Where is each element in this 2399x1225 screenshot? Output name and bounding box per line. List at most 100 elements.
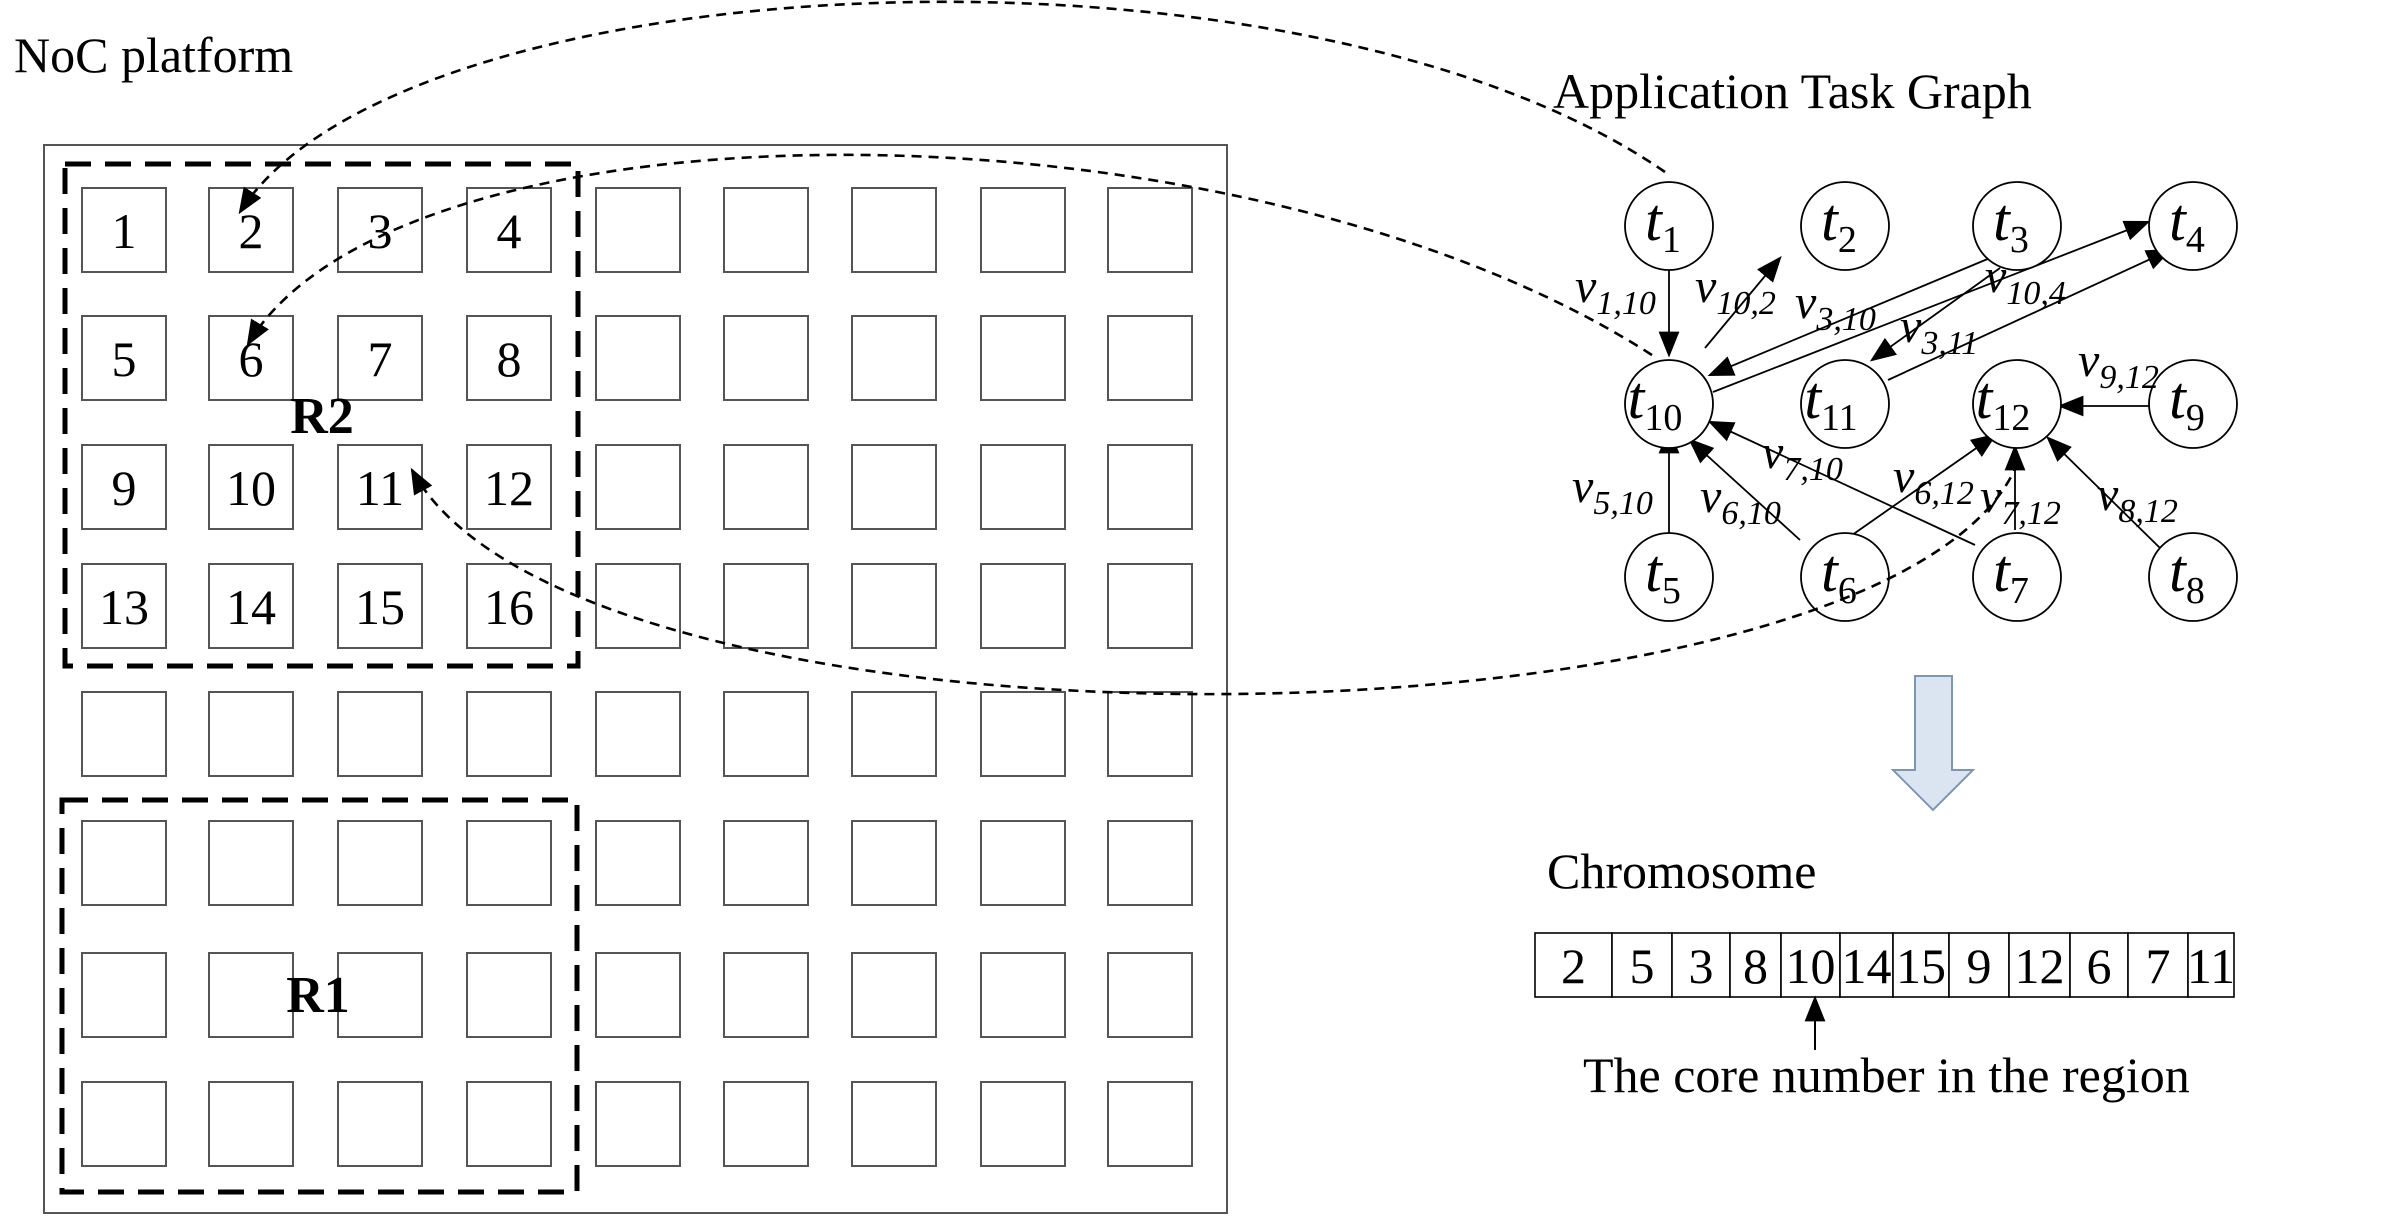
core-cell — [337, 315, 423, 401]
core-cell — [466, 444, 552, 530]
chromosome-title: Chromosome — [1547, 843, 1816, 899]
task-subscript: 5 — [1662, 570, 1681, 612]
core-cell — [980, 563, 1066, 649]
noc-platform-title: NoC platform — [14, 27, 293, 83]
core-cell — [980, 187, 1066, 273]
edge-t10-t4 — [1712, 220, 2151, 393]
gene-cell — [1839, 932, 1894, 998]
core-cell — [466, 820, 552, 906]
core-cell — [980, 1081, 1066, 1167]
core-cell — [337, 952, 423, 1038]
core-cell — [595, 444, 681, 530]
task-symbol: t — [1993, 538, 2011, 604]
edge-label-t3-t11: v3,11 — [1900, 300, 1978, 362]
gene-value: 8 — [1743, 938, 1768, 994]
edge-t7-t10 — [1707, 420, 1976, 546]
core-cell — [595, 691, 681, 777]
core-cell — [81, 563, 167, 649]
edge-subscript: 3,10 — [1815, 301, 1876, 338]
edge-t11-t4 — [1887, 248, 2173, 381]
gene-cell — [1729, 932, 1782, 998]
task-symbol: t — [1821, 187, 1839, 253]
core-cell — [81, 820, 167, 906]
core-cell — [1107, 444, 1193, 530]
core-cell — [851, 187, 937, 273]
core-cell — [1107, 952, 1193, 1038]
region-r2-boundary — [62, 161, 581, 669]
gene-value: 15 — [1896, 938, 1946, 994]
edge-symbol: v — [1893, 450, 1915, 503]
core-cell — [337, 1081, 423, 1167]
core-number: 8 — [497, 331, 522, 387]
core-cell — [723, 315, 809, 401]
task-subscript: 7 — [2010, 570, 2029, 612]
core-cell — [337, 187, 423, 273]
core-number: 3 — [368, 203, 393, 259]
region-r1-boundary — [59, 797, 580, 1195]
core-cell — [595, 820, 681, 906]
task-node-t6 — [1800, 532, 1890, 622]
core-cell — [723, 691, 809, 777]
core-cell — [723, 187, 809, 273]
task-symbol: t — [1821, 538, 1839, 604]
core-cell — [466, 315, 552, 401]
core-number: 7 — [368, 331, 393, 387]
edge-label-t10-t4: v10,4 — [1985, 250, 2066, 312]
edge-label-t3-t10: v3,10 — [1795, 276, 1876, 338]
task-label-t3: t3 — [1993, 187, 2029, 261]
task-node-t10 — [1624, 359, 1714, 449]
edge-subscript: 10,4 — [2006, 275, 2066, 312]
core-number: 10 — [226, 460, 276, 516]
task-subscript: 3 — [2010, 219, 2029, 261]
core-cell — [81, 691, 167, 777]
core-number: 1 — [112, 203, 137, 259]
gene-cell — [2069, 932, 2129, 998]
edge-symbol: v — [1795, 276, 1817, 329]
mapping-curve-t12-core11 — [410, 461, 2020, 696]
task-node-t7 — [1972, 532, 2062, 622]
core-number: 5 — [112, 331, 137, 387]
task-label-t11: t11 — [1804, 365, 1857, 439]
core-cell — [208, 444, 294, 530]
gene-cell — [2127, 932, 2189, 998]
core-cell — [466, 952, 552, 1038]
core-cell — [337, 820, 423, 906]
edge-t3-t10 — [1707, 257, 1991, 377]
noc-platform-frame — [43, 144, 1228, 1214]
region-r2-label: R2 — [290, 388, 354, 445]
gene-value: 14 — [1842, 938, 1892, 994]
mapping-curve-t1-core2 — [238, 0, 1666, 215]
gene-value: 6 — [2087, 938, 2112, 994]
task-subscript: 2 — [1838, 219, 1857, 261]
edge-t3-t11 — [1869, 267, 2001, 362]
core-cell — [595, 952, 681, 1038]
core-cell — [208, 820, 294, 906]
core-cell — [595, 187, 681, 273]
edge-subscript: 1,10 — [1596, 285, 1656, 322]
task-label-t8: t8 — [2169, 538, 2205, 612]
task-subscript: 6 — [1838, 570, 1857, 612]
core-cell — [980, 444, 1066, 530]
core-cell — [851, 444, 937, 530]
core-cell — [466, 1081, 552, 1167]
edge-subscript: 10,2 — [1716, 285, 1776, 322]
edge-label-t1-t10: v1,10 — [1575, 260, 1656, 322]
edge-subscript: 7,10 — [1783, 451, 1843, 488]
core-cell — [723, 444, 809, 530]
edge-subscript: 6,10 — [1721, 495, 1781, 532]
task-label-t12: t12 — [1976, 365, 2031, 439]
edge-subscript: 9,12 — [2099, 359, 2159, 396]
core-cell — [466, 563, 552, 649]
task-label-t10: t10 — [1628, 365, 1683, 439]
gene-cell — [2187, 932, 2235, 998]
task-node-t2 — [1800, 181, 1890, 271]
core-cell — [337, 691, 423, 777]
gene-cell — [1892, 932, 1950, 998]
edge-symbol: v — [2097, 468, 2119, 521]
core-number: 16 — [484, 579, 534, 635]
core-cell — [980, 820, 1066, 906]
core-cell — [723, 1081, 809, 1167]
task-label-t7: t7 — [1993, 538, 2029, 612]
